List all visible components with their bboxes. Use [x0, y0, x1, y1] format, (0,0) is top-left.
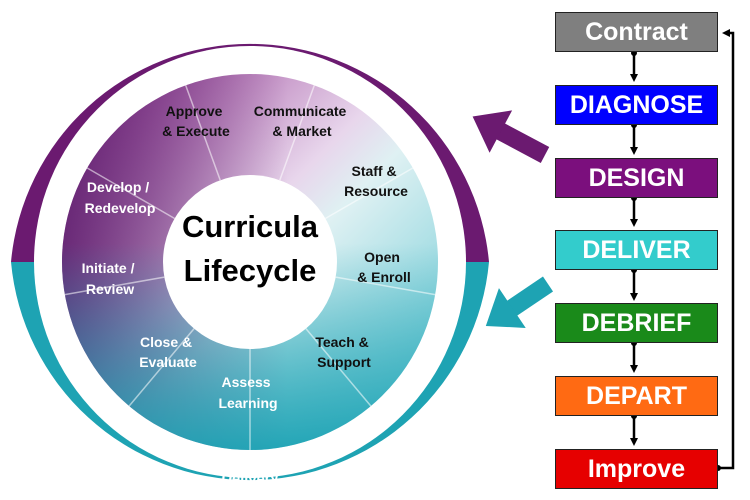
- step-improve-label: Improve: [587, 454, 686, 483]
- curricula-lifecycle-wheel: Design Delivery Curricula Lifecycle Appr…: [11, 7, 489, 481]
- step-depart-label: DEPART: [586, 381, 687, 410]
- segment-divider: [305, 328, 372, 407]
- delivery-pointer-arrow: [485, 276, 554, 328]
- step-debrief-label: DEBRIEF: [581, 308, 692, 337]
- ring-top-label: Design: [224, 7, 276, 25]
- feedback-loop-improve-contract: [718, 29, 735, 470]
- segment-teach-support: Teach & Support: [315, 334, 372, 370]
- segment-divider: [64, 276, 165, 296]
- step-deliver: DELIVER: [555, 230, 718, 270]
- segment-communicate-market: Communicate & Market: [254, 103, 350, 139]
- center-title-line1: Curricula: [182, 209, 319, 244]
- step-diagnose: DIAGNOSE: [555, 85, 718, 125]
- segment-staff-resource: Staff & Resource: [344, 163, 408, 199]
- segment-close-evaluate: Close & Evaluate: [139, 334, 197, 370]
- center-hub: [163, 175, 337, 349]
- segment-assess-learning: Assess Learning: [218, 374, 277, 411]
- step-diagnose-label: DIAGNOSE: [569, 90, 704, 119]
- segment-divider: [279, 85, 316, 181]
- step-debrief: DEBRIEF: [555, 303, 718, 343]
- step-contract-label: Contract: [585, 17, 688, 46]
- segment-divider: [335, 276, 436, 296]
- segment-develop-redevelop: Develop / Redevelop: [85, 179, 156, 216]
- center-title-line2: Lifecycle: [184, 253, 317, 288]
- segment-divider: [86, 167, 176, 220]
- segment-dividers: [64, 85, 436, 450]
- segment-divider: [128, 328, 195, 407]
- step-improve: Improve: [555, 449, 718, 489]
- segment-approve-execute: Approve & Execute: [162, 103, 230, 139]
- step-contract: Contract: [555, 12, 718, 52]
- segment-divider: [184, 85, 221, 181]
- design-pointer-arrow: [472, 110, 550, 163]
- step-deliver-label: DELIVER: [582, 235, 691, 264]
- segment-divider: [324, 167, 414, 220]
- step-design-label: DESIGN: [588, 163, 685, 192]
- segment-initiate-review: Initiate / Review: [82, 260, 139, 297]
- step-depart: DEPART: [555, 376, 718, 416]
- step-design: DESIGN: [555, 158, 718, 198]
- segment-open-enroll: Open & Enroll: [357, 249, 411, 285]
